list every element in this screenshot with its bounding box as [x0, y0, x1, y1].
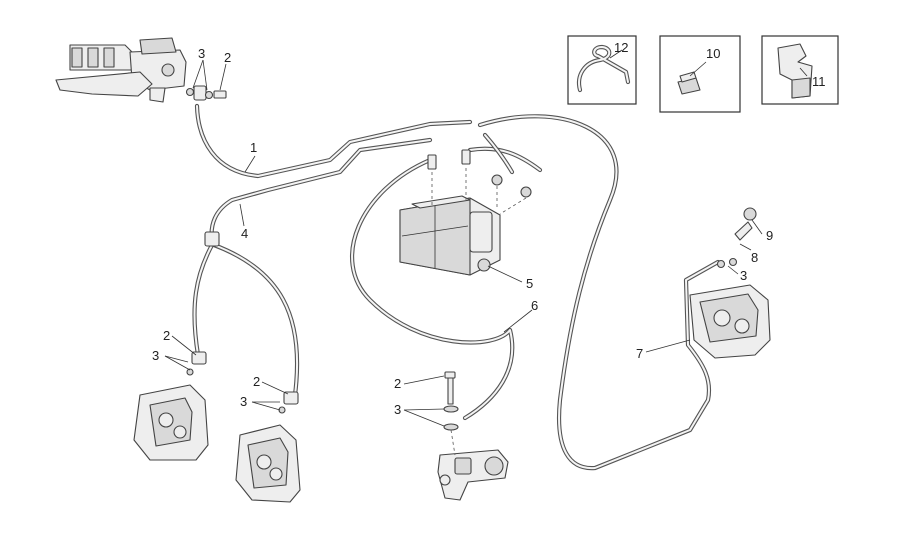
callout-2-front-right: 2 [253, 374, 260, 389]
callout-4: 4 [241, 226, 248, 241]
callout-3-master: 3 [198, 46, 205, 61]
rear-brake-master-cylinder [437, 371, 509, 501]
front-right-brake-caliper [235, 391, 301, 503]
callout-2-front-left: 2 [163, 328, 170, 343]
abs-modulator-unit [399, 149, 532, 276]
front-brake-master-cylinder [55, 37, 187, 103]
callout-2-master: 2 [224, 50, 231, 65]
callout-11: 11 [812, 74, 826, 89]
inset-box-11 [761, 35, 839, 105]
callout-10: 10 [706, 46, 720, 61]
hose-splitter [204, 231, 220, 247]
rear-brake-caliper [689, 207, 771, 359]
callout-7: 7 [636, 346, 643, 361]
callout-9: 9 [766, 228, 773, 243]
inset-box-10 [659, 35, 741, 113]
callout-numbers: 1 2 3 4 2 3 2 3 5 6 2 3 7 8 9 3 10 11 12 [152, 40, 826, 417]
inset-box-12 [567, 35, 637, 105]
callout-12: 12 [614, 40, 628, 55]
callout-8: 8 [751, 250, 758, 265]
callout-3-front-left: 3 [152, 348, 159, 363]
front-left-brake-caliper [133, 351, 209, 461]
brake-hoses [192, 103, 721, 471]
banjo-bolt-and-washers [185, 85, 227, 101]
leader-lines [164, 49, 808, 427]
callout-3-rear-caliper: 3 [740, 268, 747, 283]
callout-2-rear-master: 2 [394, 376, 401, 391]
callout-5: 5 [526, 276, 533, 291]
callout-3-front-right: 3 [240, 394, 247, 409]
callout-1: 1 [250, 140, 257, 155]
callout-6: 6 [531, 298, 538, 313]
callout-3-rear-master: 3 [394, 402, 401, 417]
